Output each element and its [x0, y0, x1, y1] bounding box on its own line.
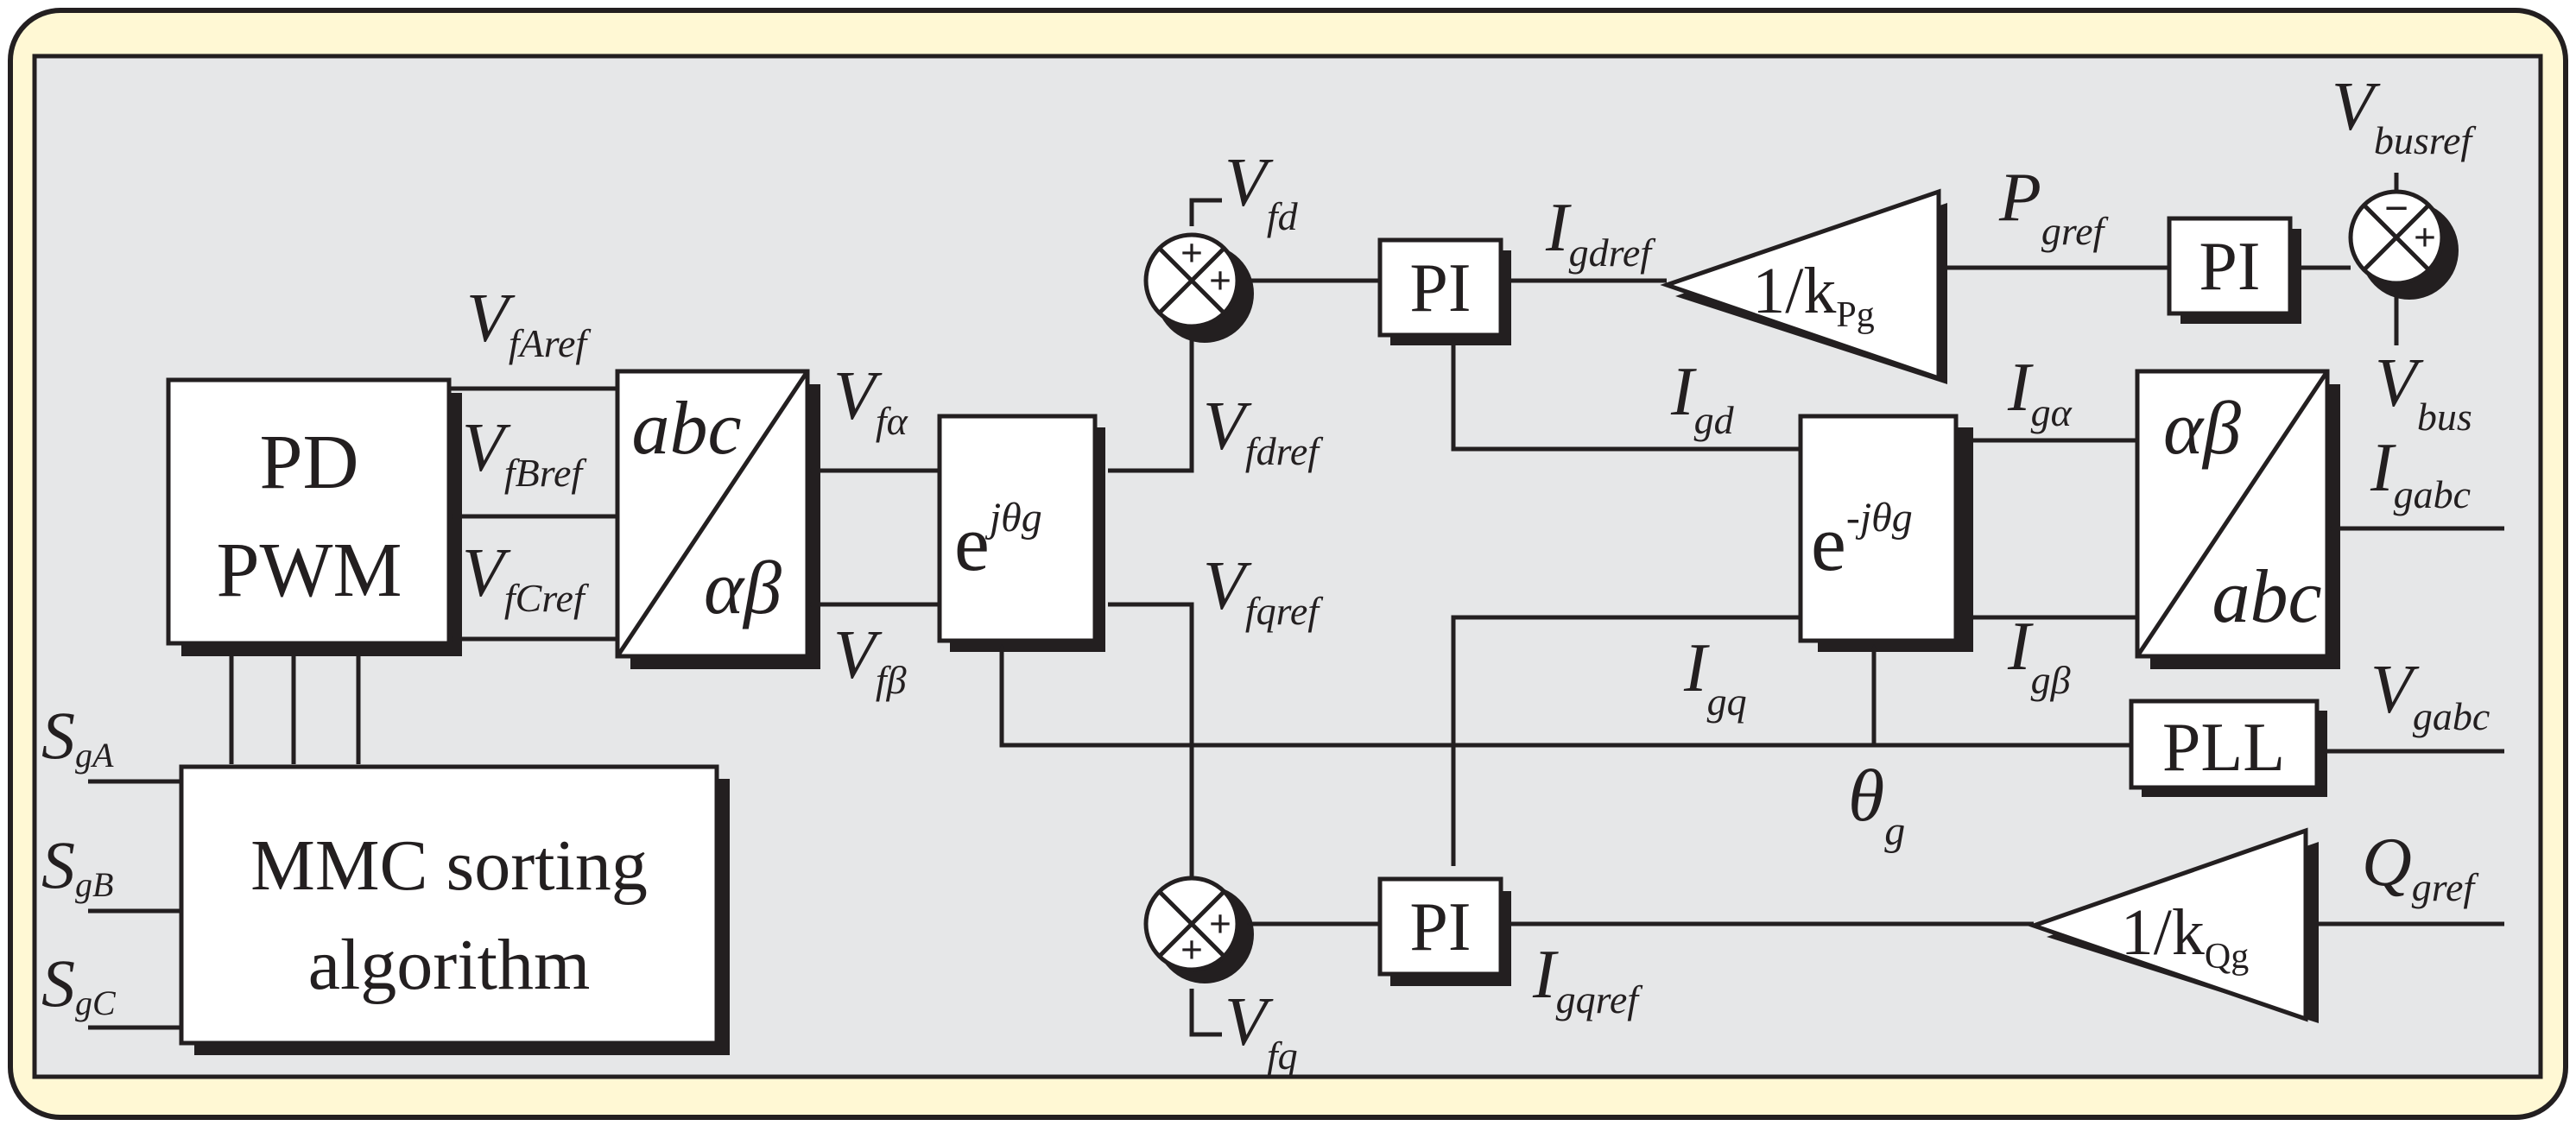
gain-p-label: 1/kPg [1752, 255, 1874, 335]
pll-block: PLL [2129, 699, 2320, 790]
label-v-fbref: VfBref [462, 410, 587, 495]
sum-d-plus-top: + [1180, 231, 1203, 275]
label-v-falpha: Vfα [833, 358, 908, 443]
label-v-faref: VfAref [466, 281, 592, 365]
gain-p-triangle: 1/kPg [1660, 188, 1941, 382]
alphabeta-to-abc-top: αβ [2163, 387, 2241, 471]
pdpwm-label-line1: PD [259, 420, 358, 505]
rotation-forward-label: ejθg [954, 495, 1042, 587]
sum-q-plus-right: + [1209, 901, 1231, 945]
sum-bus-minus-top: − [2384, 184, 2409, 232]
label-i-gq: Igq [1683, 630, 1747, 724]
label-i-gbeta: Igβ [2007, 609, 2071, 702]
rotation-inverse-label: e-jθg [1811, 495, 1913, 587]
sum-junction-bus: − + [2348, 184, 2445, 286]
label-v-bus: Vbus [2375, 345, 2472, 439]
abc-to-alphabeta-top: abc [631, 387, 741, 471]
alphabeta-to-abc-bottom: abc [2212, 555, 2321, 639]
pi-bus-block: PI [2167, 216, 2293, 316]
signal-wires [88, 173, 2504, 1037]
mmc-sorting-block: MMC sorting algorithm [179, 764, 719, 1046]
label-v-fbeta: Vfβ [833, 617, 907, 702]
label-i-gqref: Igqref [1532, 937, 1643, 1021]
pi-d-label: PI [1409, 250, 1471, 326]
label-s-gc: SgC [41, 945, 117, 1022]
signal-labels: VfAref VfBref VfCref Vfα Vfβ Vfdref Vfqr… [41, 69, 2490, 1078]
pi-bus-label: PI [2199, 229, 2260, 305]
sum-junction-q: + + [1143, 876, 1240, 972]
label-i-galpha: Igα [2007, 350, 2073, 434]
gain-q-triangle: 1/kQg [2027, 827, 2308, 1022]
sum-junction-d: + + [1143, 231, 1240, 329]
gain-q-label: 1/kQg [2121, 896, 2249, 977]
pdpwm-label-line2: PWM [216, 528, 402, 613]
label-i-gd: Igd [1670, 354, 1735, 442]
pi-q-label: PI [1409, 889, 1471, 965]
mmc-label-line2: algorithm [308, 925, 591, 1005]
label-v-gabc: Vgabc [2370, 652, 2490, 738]
label-s-gb: SgB [41, 827, 113, 904]
label-v-fd: Vfd [1225, 145, 1299, 238]
pi-d-block: PI [1377, 237, 1503, 338]
label-v-fqref: Vfqref [1203, 548, 1324, 633]
label-q-gref: Qgref [2362, 825, 2479, 909]
abc-to-alphabeta-bottom: αβ [704, 547, 782, 630]
label-v-fq: Vfq [1225, 984, 1298, 1078]
label-v-fdref: Vfdref [1203, 389, 1324, 473]
sum-d-plus-right: + [1209, 258, 1231, 302]
label-v-busref: Vbusref [2332, 69, 2477, 162]
pdpwm-block: PD PWM [166, 377, 452, 646]
alphabeta-to-abc-block: αβ abc [2135, 369, 2330, 659]
label-i-gabc: Igabc [2370, 430, 2471, 516]
label-p-gref: Pgref [1998, 160, 2109, 253]
abc-to-alphabeta-block: abc αβ [615, 369, 810, 659]
label-i-gdref: Igdref [1545, 190, 1656, 275]
rotation-forward-block: ejθg [937, 414, 1098, 643]
pll-label: PLL [2162, 710, 2285, 786]
label-s-ga: SgA [41, 698, 114, 775]
label-v-fcref: VfCref [462, 535, 590, 620]
pi-q-block: PI [1377, 876, 1503, 977]
sum-q-plus-bottom: + [1180, 927, 1203, 971]
mmc-label-line1: MMC sorting [250, 825, 648, 906]
sum-bus-plus-right: + [2414, 215, 2436, 259]
rotation-inverse-block: e-jθg [1798, 414, 1959, 643]
label-theta-g: θg [1848, 754, 1905, 854]
